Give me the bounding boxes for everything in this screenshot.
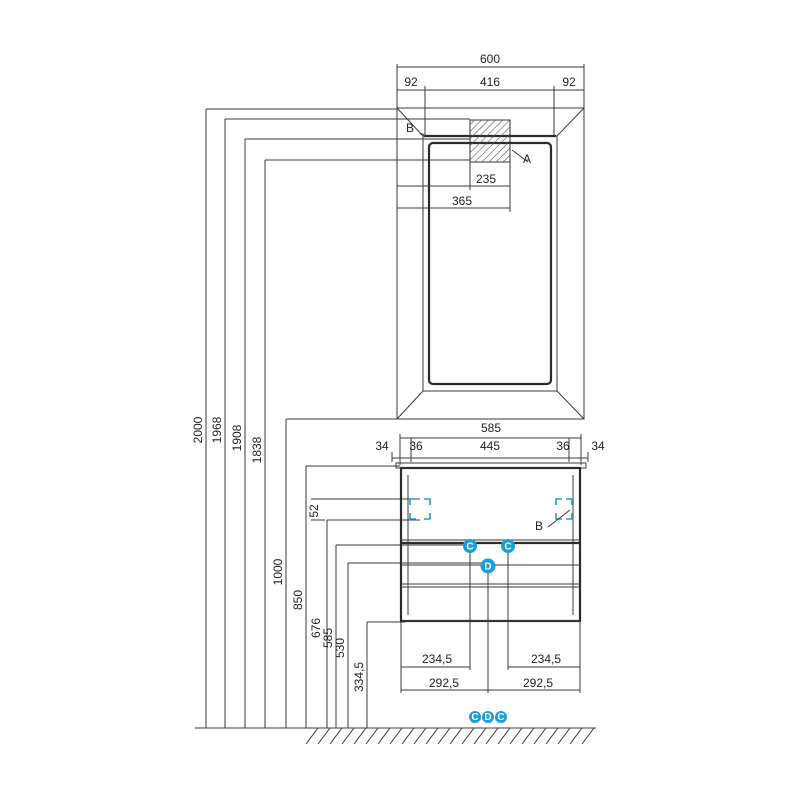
floor-hatch-line <box>425 727 439 745</box>
floor-hatch-line <box>377 727 391 745</box>
svg-text:C: C <box>504 542 511 553</box>
height-1000: 1000 <box>271 558 285 585</box>
label-a: A <box>523 152 531 166</box>
floor-hatch-line <box>365 727 379 745</box>
height-1838: 1838 <box>250 436 264 463</box>
label-b-cabinet: B <box>535 519 543 533</box>
dim-34-right: 34 <box>591 439 605 453</box>
label-b-mirror: B <box>406 121 414 135</box>
dim-600: 600 <box>480 52 500 66</box>
floor-hatch-line <box>317 727 331 745</box>
floor-hatch-line <box>581 727 595 745</box>
fixing-brackets <box>409 498 573 520</box>
height-585: 585 <box>321 628 335 648</box>
dim-445: 445 <box>480 439 500 453</box>
floor-hatching <box>305 727 595 745</box>
lamp-a <box>469 119 511 163</box>
floor-hatch-line <box>533 727 547 745</box>
floor-hatch-line <box>401 727 415 745</box>
dim-36-right: 36 <box>556 439 570 453</box>
svg-text:C: C <box>471 712 478 723</box>
dim-52: 52 <box>307 504 321 518</box>
height-1908: 1908 <box>230 424 244 451</box>
dim-34-left: 34 <box>375 439 389 453</box>
svg-text:C: C <box>497 712 504 723</box>
height-676: 676 <box>309 618 323 638</box>
floor-hatch-line <box>557 727 571 745</box>
floor-hatch-line <box>329 727 343 745</box>
top-dimensions <box>396 64 585 136</box>
floor-hatch-line <box>461 727 475 745</box>
dim-92-right: 92 <box>562 75 576 89</box>
dim-234-5-right: 234,5 <box>531 652 561 666</box>
vanity-cabinet <box>391 434 589 623</box>
floor-hatch-line <box>509 727 523 745</box>
dim-234-5-left: 234,5 <box>422 652 452 666</box>
dim-365: 365 <box>452 194 472 208</box>
legend-markers-cdc: C D C <box>469 711 507 723</box>
dim-36-left: 36 <box>409 439 423 453</box>
svg-text:D: D <box>484 562 491 573</box>
height-530: 530 <box>333 638 347 658</box>
floor-hatch-line <box>473 727 487 745</box>
floor-hatch-line <box>497 727 511 745</box>
dim-92-left: 92 <box>404 75 418 89</box>
leader-b <box>547 509 571 528</box>
dim-416: 416 <box>480 75 500 89</box>
marker-c-right: C <box>501 539 515 553</box>
floor-hatch-line <box>569 727 583 745</box>
bottom-dimensions <box>400 553 581 693</box>
floor-hatch-line <box>485 727 499 745</box>
dim-235: 235 <box>476 172 496 186</box>
height-850: 850 <box>291 590 305 610</box>
leader-a <box>511 149 529 163</box>
dim-585-width: 585 <box>481 421 501 435</box>
marker-d: D <box>480 558 496 574</box>
height-reference-lines <box>205 108 488 728</box>
floor-hatch-line <box>545 727 559 745</box>
floor-hatch-line <box>389 727 403 745</box>
marker-c-left: C <box>463 539 477 553</box>
floor-hatch-line <box>341 727 355 745</box>
floor-hatch-line <box>449 727 463 745</box>
dim-292-5-left: 292,5 <box>429 676 459 690</box>
mirror-inner-dimensions <box>396 162 511 212</box>
dim-292-5-right: 292,5 <box>523 676 553 690</box>
height-1968: 1968 <box>210 416 224 443</box>
floor-hatch-line <box>413 727 427 745</box>
floor-hatch-line <box>521 727 535 745</box>
svg-text:C: C <box>466 542 473 553</box>
height-2000: 2000 <box>191 416 205 443</box>
floor-hatch-line <box>305 727 319 745</box>
height-334-5: 334,5 <box>352 662 366 692</box>
floor-hatch-line <box>353 727 367 745</box>
floor-hatch-line <box>437 727 451 745</box>
svg-text:D: D <box>484 712 491 723</box>
